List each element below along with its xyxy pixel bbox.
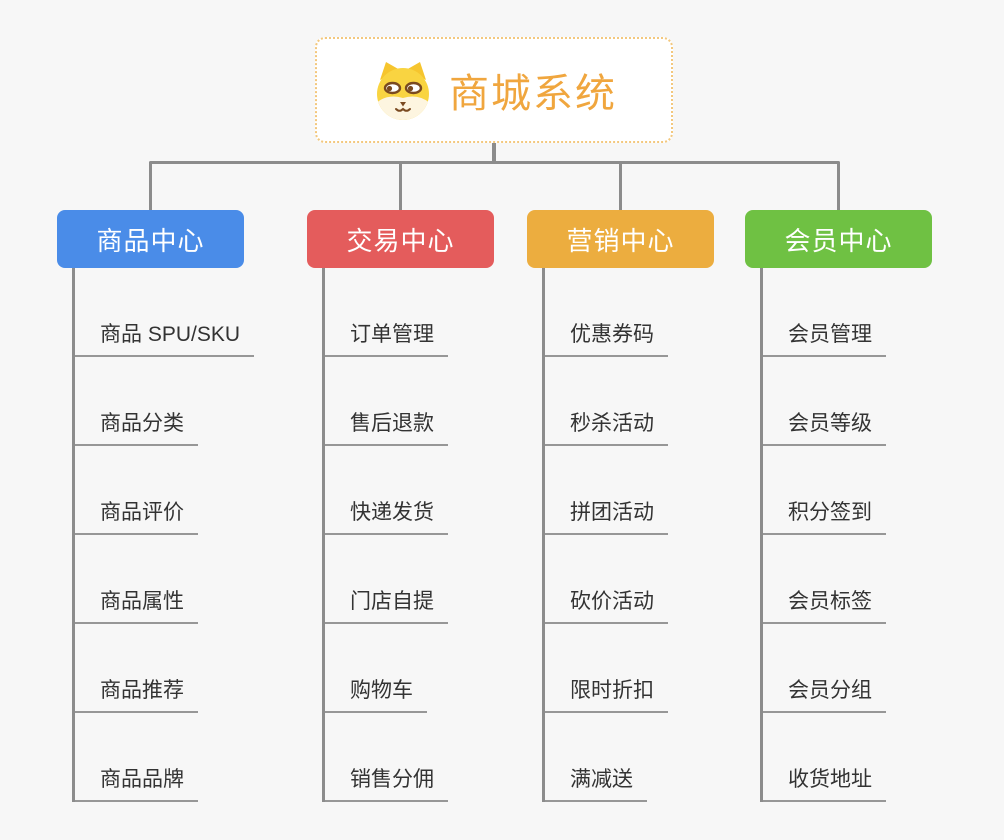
mindmap-item[interactable]: 收货地址: [763, 763, 886, 802]
list-item: 订单管理: [325, 268, 448, 357]
mindmap-item[interactable]: 商品 SPU/SKU: [75, 318, 255, 357]
mindmap-item[interactable]: 商品评价: [75, 496, 198, 535]
list-item: 商品品牌: [75, 713, 254, 802]
connector-drop-product: [149, 162, 152, 210]
connector-drop-trade: [399, 162, 402, 210]
branch-items-marketing-center: 优惠券码 秒杀活动 拼团活动 砍价活动 限时折扣 满减送: [542, 268, 668, 802]
list-item: 拼团活动: [545, 446, 668, 535]
list-item: 购物车: [325, 624, 448, 713]
branch-node-member-center[interactable]: 会员中心: [745, 210, 932, 268]
mindmap-item[interactable]: 砍价活动: [545, 585, 668, 624]
branch-member-center: 会员中心 会员管理 会员等级 积分签到 会员标签 会员分组 收货地址: [745, 210, 932, 802]
branch-marketing-center: 营销中心 优惠券码 秒杀活动 拼团活动 砍价活动 限时折扣 满减送: [527, 210, 714, 802]
connector-drop-member: [837, 162, 840, 210]
mindmap-item[interactable]: 销售分佣: [325, 763, 448, 802]
connector-bus: [149, 161, 840, 164]
list-item: 秒杀活动: [545, 357, 668, 446]
root-node[interactable]: 商城系统: [315, 37, 673, 143]
list-item: 会员等级: [763, 357, 886, 446]
mindmap-item[interactable]: 快递发货: [325, 496, 448, 535]
list-item: 会员分组: [763, 624, 886, 713]
branch-items-product-center: 商品 SPU/SKU 商品分类 商品评价 商品属性 商品推荐 商品品牌: [72, 268, 255, 802]
mindmap-item[interactable]: 订单管理: [325, 318, 448, 357]
list-item: 商品推荐: [75, 624, 254, 713]
mindmap-item[interactable]: 秒杀活动: [545, 407, 668, 446]
list-item: 会员管理: [763, 268, 886, 357]
mindmap-item[interactable]: 会员分组: [763, 674, 886, 713]
list-item: 满减送: [545, 713, 668, 802]
root-label: 商城系统: [449, 72, 617, 116]
mindmap-item[interactable]: 满减送: [545, 763, 647, 802]
list-item: 商品 SPU/SKU: [75, 268, 255, 357]
branch-node-marketing-center[interactable]: 营销中心: [527, 210, 714, 268]
mindmap-item[interactable]: 拼团活动: [545, 496, 668, 535]
dog-face-icon: [371, 58, 435, 122]
list-item: 快递发货: [325, 446, 448, 535]
mindmap-item[interactable]: 售后退款: [325, 407, 448, 446]
mindmap-item[interactable]: 积分签到: [763, 496, 886, 535]
list-item: 会员标签: [763, 535, 886, 624]
mindmap-item[interactable]: 商品分类: [75, 407, 198, 446]
list-item: 商品分类: [75, 357, 254, 446]
connector-drop-marketing: [619, 162, 622, 210]
list-item: 售后退款: [325, 357, 448, 446]
branch-node-product-center[interactable]: 商品中心: [57, 210, 244, 268]
list-item: 门店自提: [325, 535, 448, 624]
branch-product-center: 商品中心 商品 SPU/SKU 商品分类 商品评价 商品属性 商品推荐 商品品牌: [57, 210, 255, 802]
list-item: 商品评价: [75, 446, 254, 535]
list-item: 优惠券码: [545, 268, 668, 357]
list-item: 限时折扣: [545, 624, 668, 713]
list-item: 收货地址: [763, 713, 886, 802]
mindmap-item[interactable]: 优惠券码: [545, 318, 668, 357]
branch-trade-center: 交易中心 订单管理 售后退款 快递发货 门店自提 购物车 销售分佣: [307, 210, 494, 802]
branch-items-member-center: 会员管理 会员等级 积分签到 会员标签 会员分组 收货地址: [760, 268, 886, 802]
mindmap-item[interactable]: 门店自提: [325, 585, 448, 624]
mindmap-item[interactable]: 会员管理: [763, 318, 886, 357]
mindmap-item[interactable]: 商品推荐: [75, 674, 198, 713]
mindmap-item[interactable]: 会员标签: [763, 585, 886, 624]
mindmap-item[interactable]: 会员等级: [763, 407, 886, 446]
connector-root-stub: [492, 143, 496, 164]
mindmap-item[interactable]: 商品属性: [75, 585, 198, 624]
list-item: 销售分佣: [325, 713, 448, 802]
branch-items-trade-center: 订单管理 售后退款 快递发货 门店自提 购物车 销售分佣: [322, 268, 448, 802]
list-item: 积分签到: [763, 446, 886, 535]
mindmap-item[interactable]: 限时折扣: [545, 674, 668, 713]
mindmap-item[interactable]: 商品品牌: [75, 763, 198, 802]
list-item: 砍价活动: [545, 535, 668, 624]
mindmap-item[interactable]: 购物车: [325, 674, 427, 713]
list-item: 商品属性: [75, 535, 254, 624]
branch-node-trade-center[interactable]: 交易中心: [307, 210, 494, 268]
